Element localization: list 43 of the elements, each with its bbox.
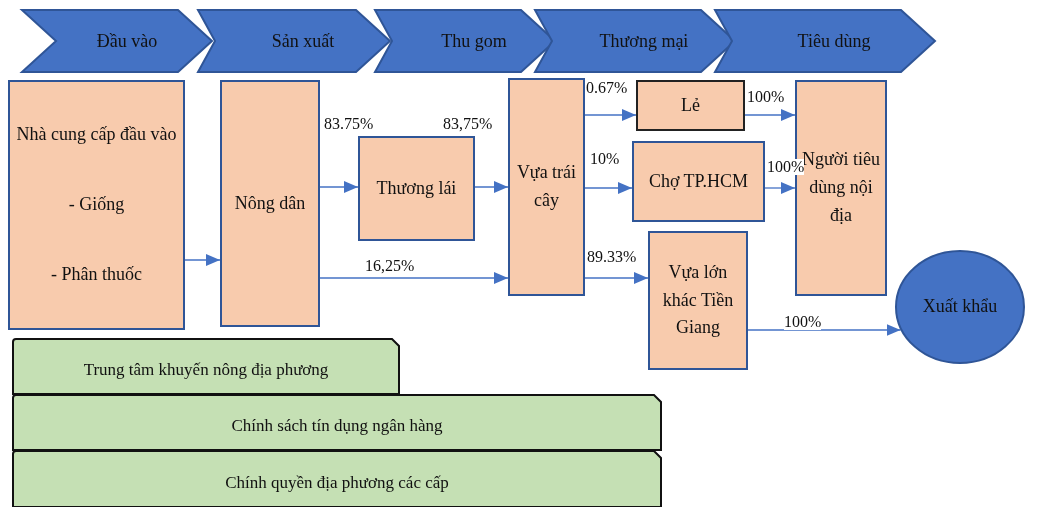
process-box: [636, 80, 745, 131]
edge-label: 100%: [747, 89, 785, 105]
band-label: Chính quyền địa phương các cấp: [225, 472, 449, 493]
box-label: Nhà cung cấp đầu vào: [16, 123, 177, 147]
arrow: [319, 181, 359, 193]
edge-label: 83,75%: [443, 116, 493, 132]
process-box: [508, 78, 585, 296]
arrow: [584, 182, 633, 194]
box-label: - Phân thuốc: [51, 263, 142, 287]
box-label: Thương lái: [376, 176, 457, 200]
stage-label: Tiêu dùng: [796, 30, 871, 52]
stage-label: Đầu vào: [95, 30, 158, 52]
box-label: Lẻ: [681, 93, 700, 117]
process-box: [632, 141, 765, 222]
arrow: [319, 272, 509, 284]
process-box: [358, 136, 475, 241]
band-label: Chính sách tín dụng ngân hàng: [231, 416, 443, 436]
edge-label: 89.33%: [587, 249, 637, 265]
box-label: - Giống: [68, 193, 125, 217]
band-label: Trung tâm khuyến nông địa phương: [83, 360, 329, 380]
box-label: Nông dân: [234, 191, 306, 215]
arrow: [747, 324, 902, 336]
arrow: [584, 272, 649, 284]
edge-label: 10%: [590, 151, 620, 167]
arrow: [474, 181, 509, 193]
arrow: [184, 254, 221, 266]
arrow: [584, 109, 637, 121]
edge-label: 100%: [767, 159, 805, 175]
stage-label: Sản xuất: [270, 30, 335, 52]
edge-label: 83.75%: [324, 116, 374, 132]
edge-label: 16,25%: [365, 258, 415, 274]
edge-label: 0.67%: [586, 80, 628, 96]
process-box: [220, 80, 320, 327]
box-label: Chợ TP.HCM: [648, 169, 749, 193]
process-box: [648, 231, 748, 370]
process-box: [8, 80, 185, 330]
stage-label: Thu gom: [440, 30, 507, 52]
box-label: Vựa trái cây: [515, 161, 578, 212]
box-label: Xuất khẩu: [922, 295, 998, 319]
arrow: [744, 109, 796, 121]
arrow: [764, 182, 796, 194]
box-label: Vựa lớn khác Tiền Giang: [661, 260, 735, 340]
edge-label: 100%: [784, 314, 822, 330]
